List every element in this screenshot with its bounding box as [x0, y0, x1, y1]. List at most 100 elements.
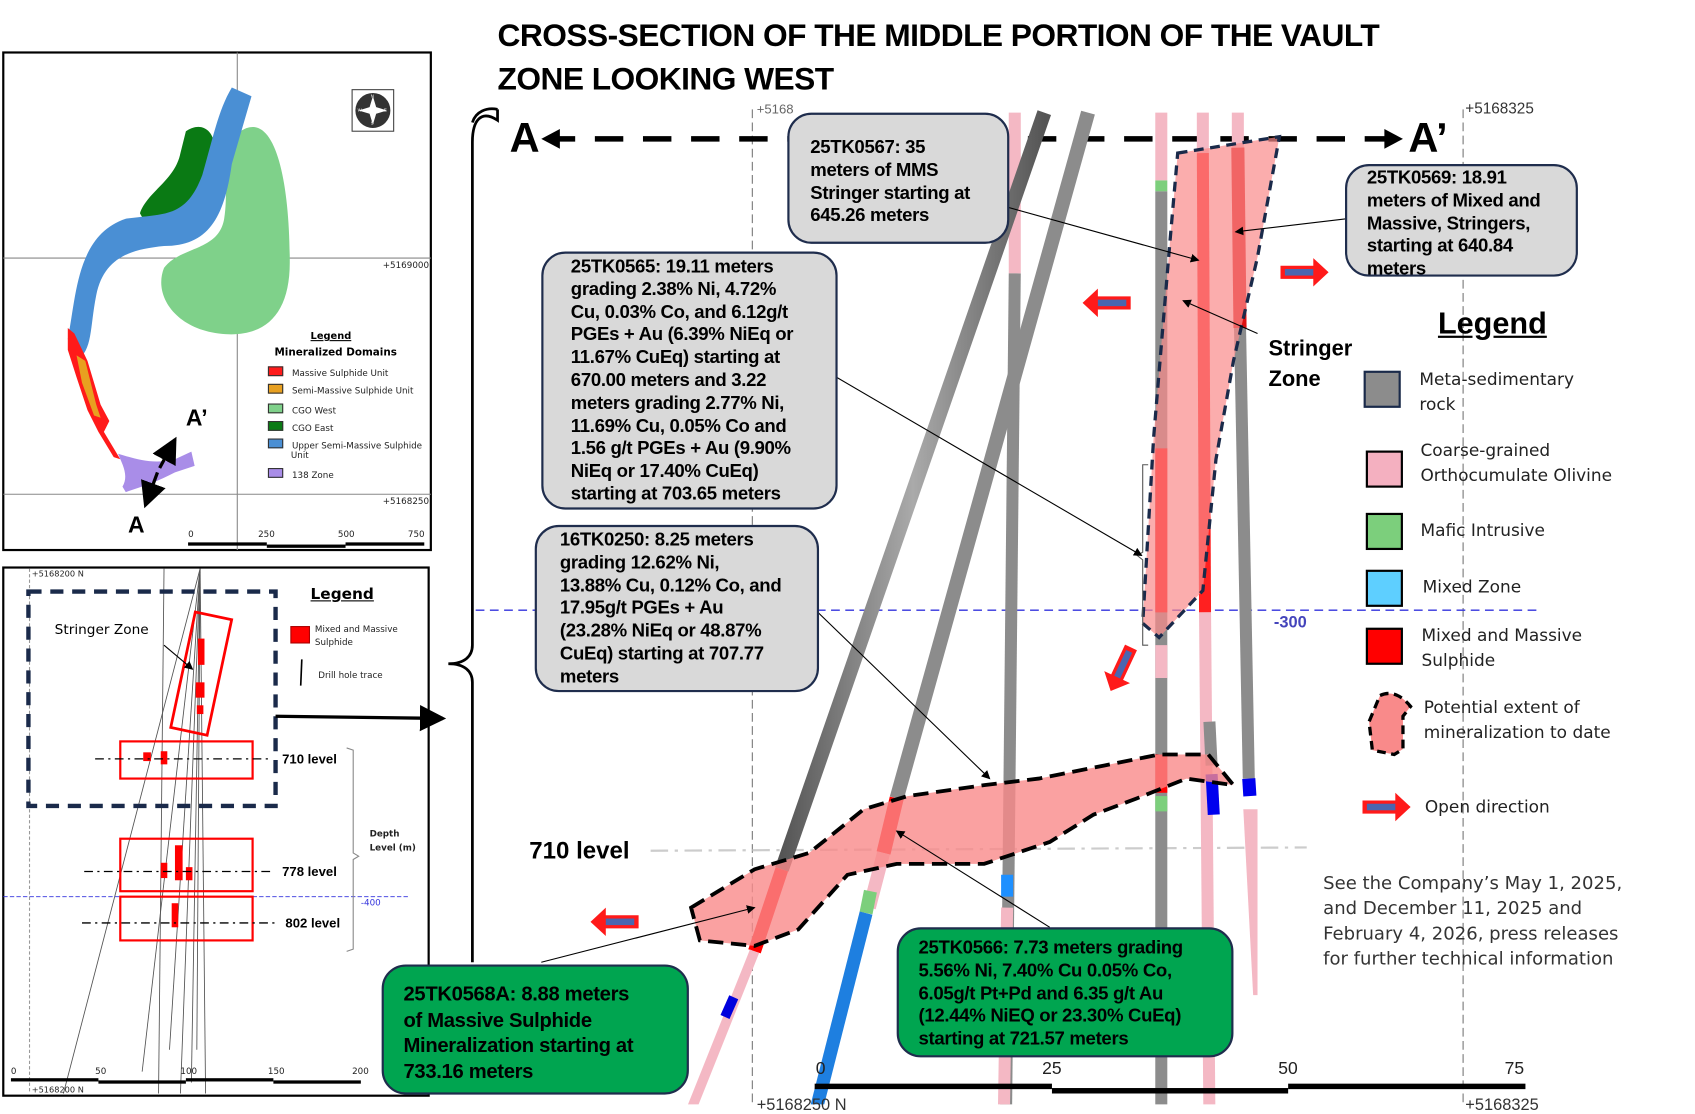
callout-line: NiEq or 17.40% CuEq): [570, 460, 759, 482]
callout-25tk0565: 25TK0565: 19.11 meters grading 2.38% Ni,…: [541, 251, 838, 510]
a-direction-arrow: [141, 471, 166, 509]
legend-swatches: [1362, 370, 1413, 822]
callout-line: grading 2.38% Ni, 4.72%: [570, 278, 777, 300]
inset-legend-label: Mixed and Massive: [314, 624, 398, 635]
inset-northing-bottom: +5168200 N: [31, 1084, 84, 1095]
label: Coarse-grained: [1420, 440, 1551, 461]
swatch-semi-massive-unit: [267, 383, 284, 394]
press-release-note: See the Company’s May 1, 2025, and Decem…: [1323, 870, 1622, 971]
label: Upper Semi-Massive Sulphide: [291, 440, 423, 451]
section-scale-bar: [814, 1083, 1526, 1094]
callout-line: starting at 640.84: [1366, 235, 1513, 257]
swatch-cgo-east: [267, 420, 284, 431]
callout-line: 6.05g/t Pt+Pd and 6.35 g/t Au: [918, 982, 1164, 1004]
depth-marker-300: -300: [1273, 613, 1307, 633]
note-line: See the Company’s May 1, 2025,: [1323, 872, 1623, 894]
compass-w: W: [357, 107, 362, 113]
inset-northing-top: +5168200 N: [31, 568, 84, 579]
long-section-inset: [2, 566, 447, 1097]
open-direction-arrow-left: [1082, 288, 1131, 318]
callout-line: 25TK0567: 35: [810, 136, 926, 158]
plan-northing-1: +5169000: [382, 260, 430, 271]
label: CGO East: [291, 423, 334, 434]
plan-legend-item: CGO West: [267, 403, 337, 416]
upper-semi-massive-domain: [67, 87, 252, 361]
callout-line: meters grading 2.77% Ni,: [570, 392, 785, 414]
swatch-mafic-intrusive: [1365, 512, 1403, 551]
callout-line: grading 12.62% Ni,: [559, 551, 720, 573]
label: Mixed and Massive: [1421, 625, 1583, 646]
inset-legend-swatch: [290, 626, 311, 644]
callout-line: meters: [559, 665, 619, 687]
inset-level-label: 778 level: [282, 863, 337, 880]
callout-line: of Massive Sulphide: [403, 1007, 593, 1031]
swatch-mixed-massive-sulphide: [1365, 627, 1403, 665]
legend-item-mafic-intrusive: Mafic Intrusive: [1420, 518, 1544, 543]
a-prime-direction-arrow: [152, 436, 177, 469]
inset-stringer-zone-label: Stringer Zone: [54, 621, 149, 638]
plan-legend-item: Massive Sulphide Unit: [267, 366, 388, 378]
scale-tick: 50: [1278, 1059, 1298, 1079]
callout-line: 25TK0565: 19.11 meters: [570, 255, 774, 277]
callout-line: 5.56% Ni, 7.40% Cu 0.05% Co,: [918, 959, 1173, 981]
cgo-west-domain: [161, 126, 290, 335]
swatch-open-direction: [1362, 792, 1411, 822]
drill-hole-traces: [62, 568, 207, 1094]
stringer-zone-focus-box: [26, 589, 278, 809]
swatch-cgo-west: [267, 403, 284, 414]
level-710-label: 710 level: [529, 836, 630, 864]
label: CGO West: [291, 405, 337, 416]
callout-line: 670.00 meters and 3.22: [570, 369, 767, 391]
legend-title: Legend: [1437, 306, 1547, 341]
label: Mixed Zone: [1422, 577, 1522, 598]
scale-tick: 0: [815, 1059, 826, 1079]
plan-legend-item: Upper Semi-Massive Sulphide: [267, 438, 423, 451]
label: mineralization to date: [1423, 722, 1611, 743]
inset-depth-label: Level (m): [369, 843, 416, 853]
callout-line: 13.88% Cu, 0.12% Co, and: [559, 574, 782, 596]
callout-line: 11.67% CuEq) starting at: [570, 346, 780, 368]
section-a-prime-label: A’: [1408, 115, 1448, 162]
compass-e: E: [383, 107, 387, 113]
legend-item-open-direction: Open direction: [1425, 795, 1550, 820]
open-direction-arrow-left-lower: [590, 907, 639, 937]
inset-scale-tick: 0: [10, 1066, 17, 1077]
section-a-label: A: [509, 115, 540, 162]
callout-line: meters of Mixed and: [1366, 190, 1541, 211]
plan-map: [2, 51, 432, 552]
plan-legend-item: 138 Zone: [267, 468, 334, 480]
semi-massive-domain: [76, 355, 101, 418]
plan-scale-tick: 0: [188, 529, 194, 540]
callout-25tk0569: 25TK0569: 18.91 meters of Mixed and Mass…: [1345, 164, 1578, 279]
callout-line: Stringer starting at: [810, 182, 971, 203]
callout-line: (12.44% NiEQ or 23.30% CuEq): [918, 1005, 1182, 1027]
inset-legend-trace: [299, 659, 303, 686]
callout-line: 645.26 meters: [810, 204, 930, 226]
inset-scale-bar: [10, 1078, 361, 1084]
label: Orthocumulate Olivine: [1420, 465, 1613, 486]
callout-line: meters: [1366, 258, 1426, 280]
callout-25tk0567: 25TK0567: 35 meters of MMS Stringer star…: [787, 112, 1010, 244]
note-line: for further technical information: [1323, 948, 1614, 969]
callout-line: starting at 721.57 meters: [918, 1028, 1129, 1049]
level-710-line: [650, 846, 1307, 852]
callout-line: 25TK0568A: 8.88 meters: [403, 981, 630, 1005]
inset-depth-label: Depth: [369, 828, 400, 839]
callout-line: Cu, 0.03% Co, and 6.12g/t: [570, 301, 788, 323]
open-direction-arrow-right: [1280, 258, 1329, 287]
plan-a-prime-label: A’: [185, 405, 208, 431]
callout-16tk0250: 16TK0250: 8.25 meters grading 12.62% Ni,…: [534, 524, 820, 693]
plan-northing-2: +5168250: [382, 496, 430, 507]
callout-line: (23.28% NiEq or 48.87%: [559, 620, 762, 641]
label: Semi-Massive Sulphide Unit: [291, 386, 414, 396]
label: Meta-sedimentary: [1419, 369, 1575, 390]
inset-sulphide-intercepts: [143, 638, 205, 928]
figure-title-line-2: ZONE LOOKING WEST: [497, 62, 835, 98]
callout-25tk0568a: 25TK0568A: 8.88 meters of Massive Sulphi…: [381, 964, 689, 1095]
label: Open direction: [1424, 797, 1550, 817]
callout-line: 16TK0250: 8.25 meters: [559, 529, 754, 551]
swatch-potential-extent: [1367, 691, 1413, 757]
inset-level-label: 710 level: [282, 751, 337, 767]
